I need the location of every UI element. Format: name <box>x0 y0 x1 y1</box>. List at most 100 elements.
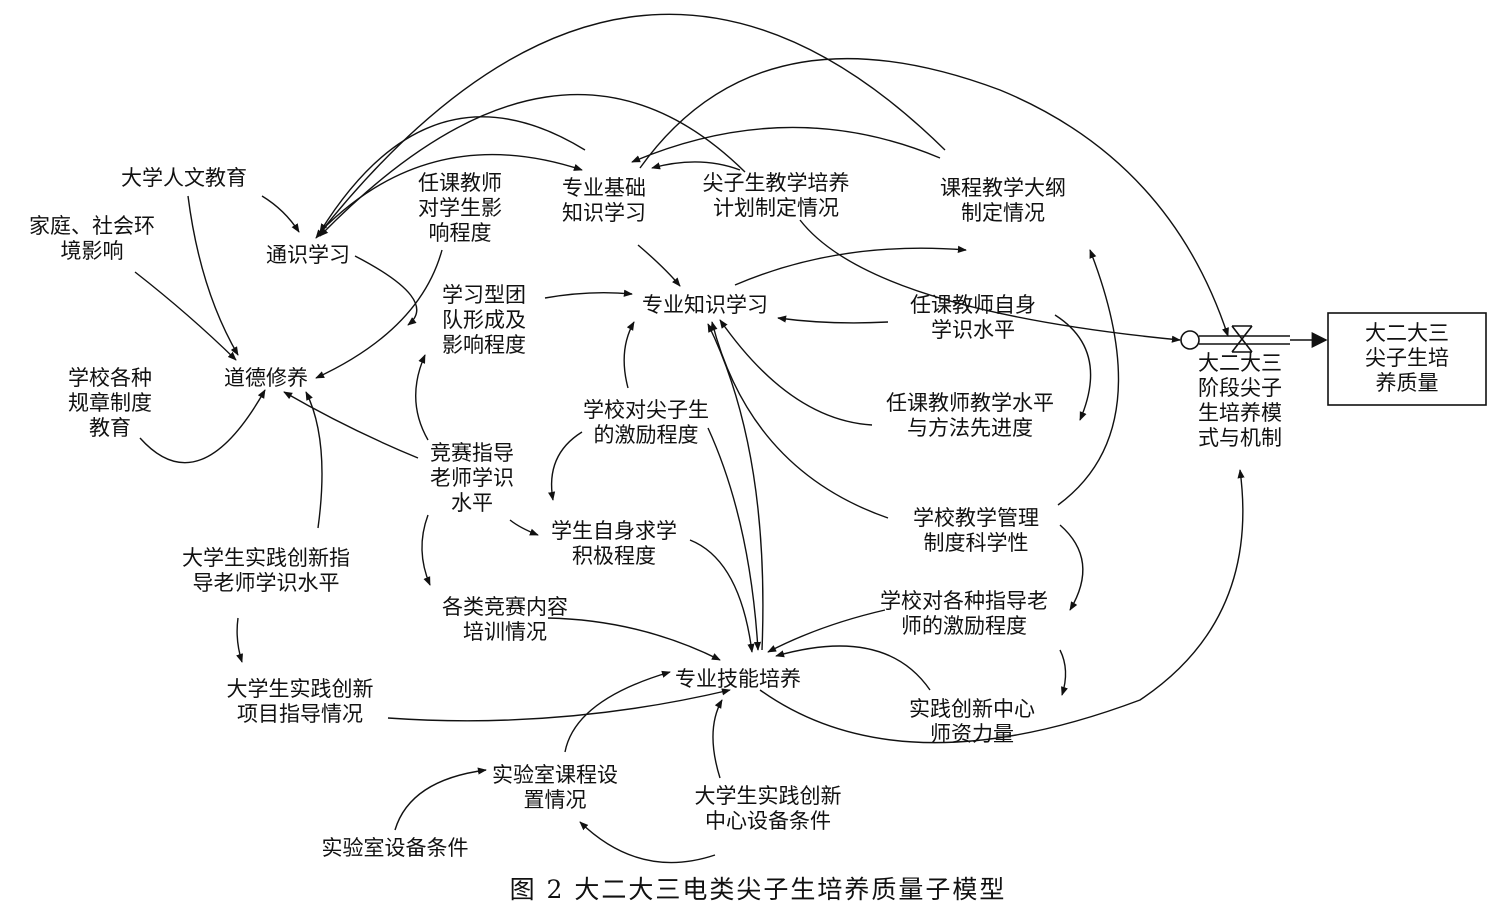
node-label-line: 学识水平 <box>931 318 1015 342</box>
node-label-line: 大学生实践创新 <box>227 677 374 701</box>
node-label-line: 大二大三 <box>1198 351 1282 375</box>
node-contest-teacher: 竞赛指导老师学识水平 <box>430 441 514 515</box>
link-mentorinc-to-skill <box>767 609 886 653</box>
node-management: 学校教学管理制度科学性 <box>913 506 1039 555</box>
node-label-line: 计划制定情况 <box>713 196 839 220</box>
node-label-line: 的激励程度 <box>594 423 699 447</box>
node-label-line: 制度科学性 <box>924 531 1029 555</box>
node-label-line: 队形成及 <box>442 308 526 332</box>
link-labcourse-to-skill <box>564 670 671 753</box>
node-center-equipment: 大学生实践创新中心设备条件 <box>695 784 842 833</box>
node-label-line: 学生自身求学 <box>551 519 677 543</box>
node-quality-stock: 大二大三尖子生培养质量 <box>1365 321 1449 395</box>
node-mode-mechanism: 大二大三阶段尖子生培养模式与机制 <box>1198 351 1282 450</box>
link-humanities-to-general <box>261 195 300 233</box>
node-school-incentive: 学校对尖子生的激励程度 <box>583 398 709 447</box>
link-mgmt-to-prof <box>710 321 889 519</box>
link-teacherlvl-to-method <box>1054 314 1092 421</box>
node-learning-team: 学习型团队形成及影响程度 <box>442 283 526 357</box>
node-self-motivation: 学生自身求学积极程度 <box>551 519 677 568</box>
node-label-line: 境影响 <box>61 239 124 263</box>
link-teacherinf-to-moral <box>315 249 443 379</box>
node-label-line: 专业基础 <box>562 176 646 200</box>
node-label-line: 学校教学管理 <box>913 506 1039 530</box>
node-elite-plan: 尖子生教学培养计划制定情况 <box>703 171 850 220</box>
node-label-line: 积极程度 <box>572 544 656 568</box>
link-mentorinc-to-center <box>1059 649 1068 696</box>
node-label-line: 水平 <box>451 491 493 515</box>
node-label-line: 尖子生教学培养 <box>703 171 850 195</box>
node-label-line: 规章制度 <box>68 391 152 415</box>
link-labequip-to-labcourse <box>394 767 487 831</box>
node-label-line: 专业技能培养 <box>675 667 801 691</box>
link-mgmt-to-mentorinc <box>1059 524 1084 611</box>
node-label-line: 各类竞赛内容 <box>442 595 568 619</box>
link-skill-to-mode <box>759 469 1245 744</box>
node-labels: 大学人文教育 家庭、社会环境影响 通识学习 道德修养 学校各种规章制度教育 任课… <box>29 166 1449 860</box>
node-label-line: 实验室课程设 <box>492 763 618 787</box>
node-label-line: 学习型团 <box>442 283 526 307</box>
link-method-to-prof <box>719 319 873 426</box>
node-skill: 专业技能培养 <box>675 667 801 691</box>
node-contest-training: 各类竞赛内容培训情况 <box>442 595 568 644</box>
node-general-study: 通识学习 <box>266 243 350 267</box>
node-label-line: 阶段尖子 <box>1198 376 1282 400</box>
node-label-line: 老师学识 <box>430 466 514 490</box>
link-mgmt-to-syllabus <box>1057 249 1120 506</box>
node-label-line: 置情况 <box>524 788 587 812</box>
node-teaching-method: 任课教师教学水平与方法先进度 <box>886 391 1054 440</box>
node-label-line: 大二大三 <box>1365 321 1449 345</box>
link-center-to-skill <box>775 645 931 691</box>
node-mentor-incentive: 学校对各种指导老师的激励程度 <box>880 589 1048 638</box>
link-plan-to-mode <box>799 219 1181 343</box>
node-label-line: 任课教师自身 <box>910 293 1036 317</box>
link-family-to-moral <box>134 271 237 361</box>
link-practice-to-moral <box>305 391 323 529</box>
node-label-line: 知识学习 <box>562 201 646 225</box>
link-plan-to-general <box>319 93 746 237</box>
link-centerequip-to-labcourse <box>579 821 716 864</box>
link-skill-to-prof <box>707 323 764 651</box>
link-training-to-skill <box>547 617 721 661</box>
node-school-rules: 学校各种规章制度教育 <box>68 366 152 440</box>
node-teacher-level: 任课教师自身学识水平 <box>910 293 1036 342</box>
causal-links <box>134 13 1245 864</box>
node-label-line: 项目指导情况 <box>237 702 363 726</box>
valve-icon <box>1231 325 1253 353</box>
link-plan-to-basic <box>651 161 741 171</box>
node-label-line: 尖子生培 <box>1365 346 1449 370</box>
node-label-line: 响程度 <box>429 221 492 245</box>
link-selfmot-to-skill <box>689 539 755 653</box>
node-label-line: 培训情况 <box>463 620 547 644</box>
node-label-line: 师的激励程度 <box>901 614 1027 638</box>
node-label-line: 实验室设备条件 <box>322 836 469 860</box>
node-prof-knowledge: 专业知识学习 <box>642 293 768 317</box>
node-label-line: 中心设备条件 <box>705 809 831 833</box>
link-incentive-to-skill <box>707 427 762 651</box>
link-contest-to-moral <box>283 391 419 459</box>
link-prof-to-syllabus <box>734 245 967 286</box>
node-label-line: 课程教学大纲 <box>940 176 1066 200</box>
node-label-line: 通识学习 <box>266 243 350 267</box>
node-label-line: 师资力量 <box>930 722 1014 746</box>
link-general-to-moral <box>354 255 418 326</box>
node-label-line: 实践创新中心 <box>909 697 1035 721</box>
node-label-line: 大学生实践创新 <box>695 784 842 808</box>
node-label-line: 教育 <box>89 416 131 440</box>
flow-pipe <box>1180 325 1328 353</box>
node-label-line: 影响程度 <box>442 333 526 357</box>
node-label-line: 大学生实践创新指 <box>182 546 350 570</box>
node-moral: 道德修养 <box>224 366 308 390</box>
link-contest-to-selfmot <box>509 519 539 536</box>
link-rules-to-moral <box>139 389 266 464</box>
link-practice-to-project <box>236 617 243 663</box>
node-center-teachers: 实践创新中心师资力量 <box>909 697 1035 746</box>
node-teacher-influence: 任课教师对学生影响程度 <box>418 171 502 245</box>
node-label-line: 专业知识学习 <box>642 293 768 317</box>
node-label-line: 学校对各种指导老 <box>880 589 1048 613</box>
link-incentive-to-prof <box>623 321 635 389</box>
link-team-to-prof <box>544 289 633 299</box>
node-family-society: 家庭、社会环境影响 <box>29 214 155 263</box>
node-label-line: 导老师学识水平 <box>193 571 340 595</box>
node-label-line: 生培养模 <box>1198 401 1282 425</box>
